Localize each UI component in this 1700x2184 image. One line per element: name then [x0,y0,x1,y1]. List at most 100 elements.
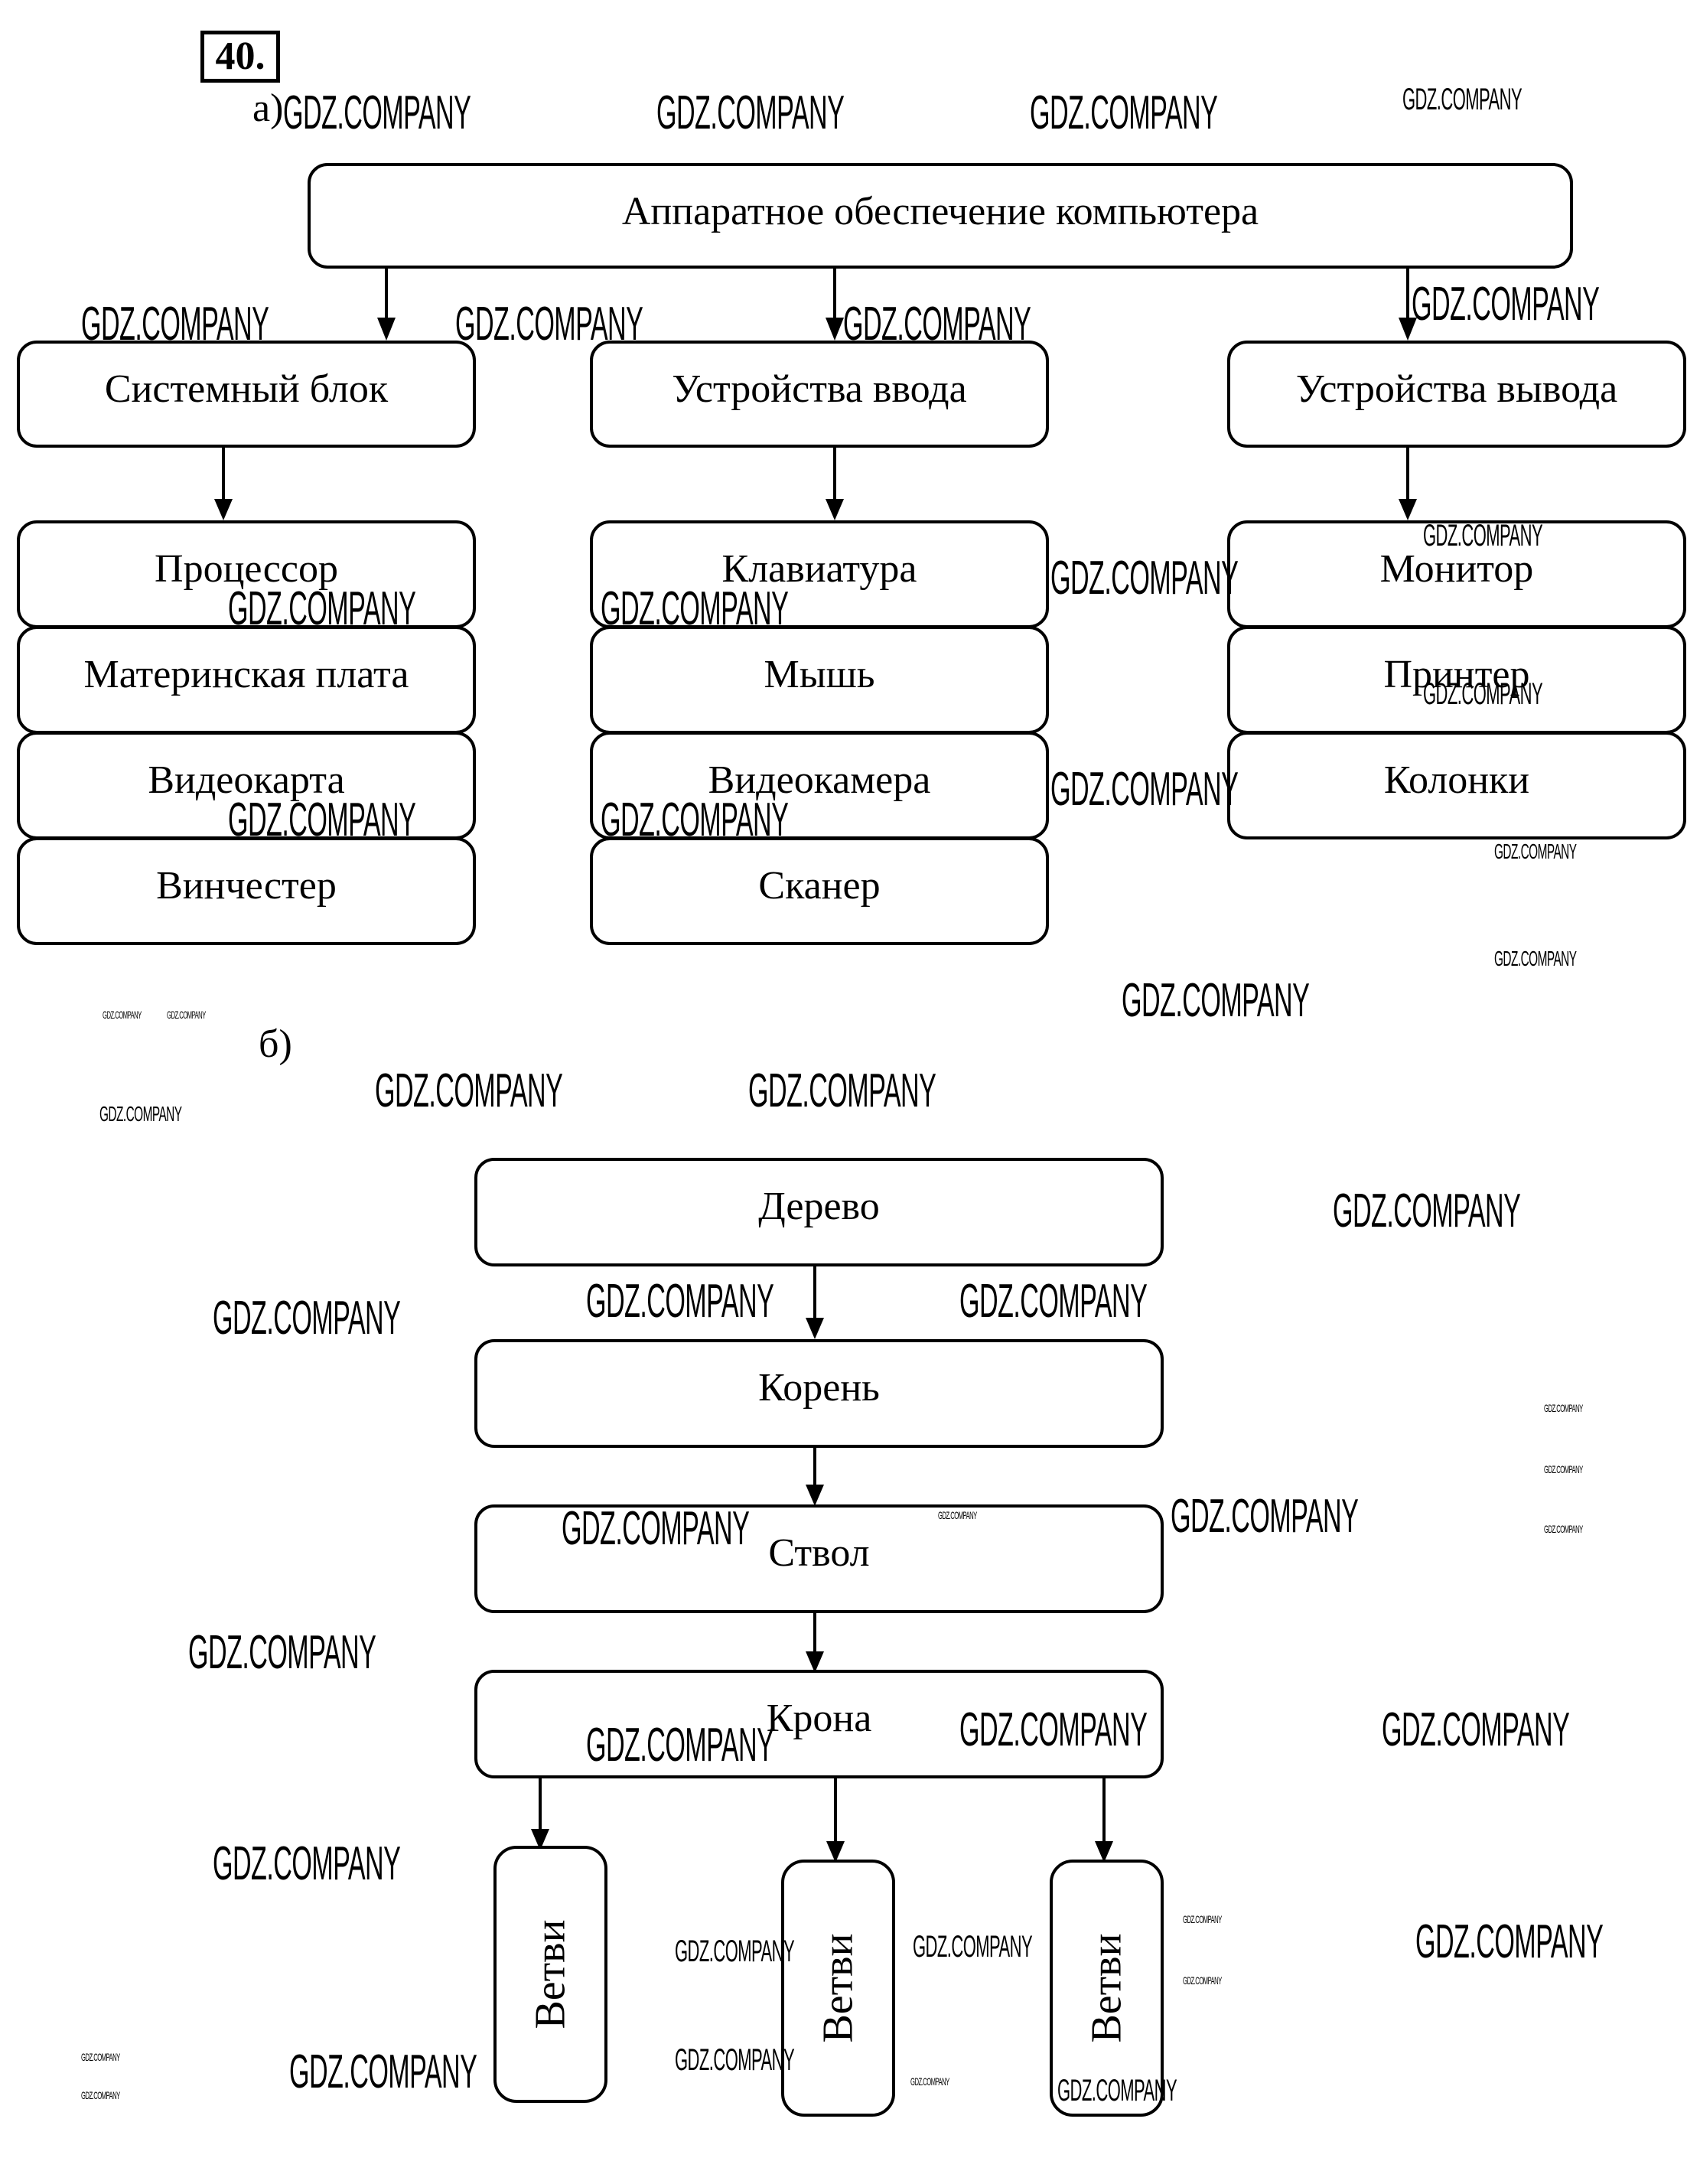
watermark: GDZ.COMPANY [601,582,789,635]
watermark: GDZ.COMPANY [1402,83,1523,116]
exercise-number: 40. [200,31,280,83]
watermark: GDZ.COMPANY [1171,1490,1359,1543]
watermark: GDZ.COMPANY [1382,1703,1570,1756]
watermark: GDZ.COMPANY [283,86,471,139]
item-label: Видеокарта [148,758,345,802]
item-node: Материнская плата [17,626,476,734]
chain-node-trunk: Ствол [474,1504,1164,1613]
item-node: Мышь [590,626,1049,734]
watermark: GDZ.COMPANY [167,1009,206,1021]
watermark: GDZ.COMPANY [99,1102,182,1126]
branch-label: Устройства ввода [672,367,967,411]
watermark: GDZ.COMPANY [959,1703,1148,1756]
item-label: Материнская плата [83,653,409,696]
watermark: GDZ.COMPANY [1423,519,1543,553]
arrowhead [806,1485,824,1506]
chain-node-root: Корень [474,1339,1164,1448]
chain-label: Крона [766,1697,872,1740]
branch-label: Системный блок [104,367,389,411]
chain-node-crown: Крона [474,1670,1164,1778]
chain-label: Дерево [758,1185,880,1228]
chain-label: Ствол [768,1531,870,1575]
watermark: GDZ.COMPANY [562,1502,750,1555]
item-label: Клавиатура [721,547,917,591]
arrowhead [826,499,844,520]
item-label: Колонки [1383,758,1530,802]
branch-node-1: Ветви [493,1846,607,2103]
watermark: GDZ.COMPANY [1122,974,1310,1027]
item-node: Видеокарта [17,732,476,839]
item-label: Мышь [764,653,875,696]
watermark: GDZ.COMPANY [228,582,416,635]
watermark: GDZ.COMPANY [375,1064,563,1117]
branch-node-system-unit: Системный блок [17,341,476,448]
chain-node-tree: Дерево [474,1158,1164,1266]
branch-label: Ветви [1083,1933,1131,2043]
watermark: GDZ.COMPANY [656,86,845,139]
item-label: Монитор [1379,547,1534,591]
watermark: GDZ.COMPANY [1030,86,1218,139]
arrowhead [806,1318,824,1339]
item-node: Сканер [590,837,1049,945]
watermark: GDZ.COMPANY [1057,2074,1177,2107]
arrowhead [531,1829,549,1850]
arrowhead [214,499,233,520]
watermark: GDZ.COMPANY [1412,278,1600,331]
item-node: Клавиатура [590,520,1049,628]
branch-node-input-devices: Устройства ввода [590,341,1049,448]
root-node-hardware: Аппаратное обеспечение компьютера [308,163,1573,269]
branch-node-2: Ветви [781,1860,895,2117]
branch-label: Устройства вывода [1295,367,1618,411]
watermark: GDZ.COMPANY [1494,839,1577,863]
root-node-label: Аппаратное обеспечение компьютера [621,190,1259,233]
watermark: GDZ.COMPANY [938,1509,977,1521]
part-b-label: б) [259,1022,292,1066]
branch-node-3: Ветви [1050,1860,1164,2117]
watermark: GDZ.COMPANY [1050,552,1239,605]
watermark: GDZ.COMPANY [228,794,416,846]
arrowhead [377,318,396,341]
watermark: GDZ.COMPANY [1183,1913,1222,1925]
arrowhead [1399,318,1417,341]
watermark: GDZ.COMPANY [1544,1402,1583,1414]
watermark: GDZ.COMPANY [675,1935,795,1968]
watermark: GDZ.COMPANY [748,1064,936,1117]
branch-label: Ветви [814,1933,862,2043]
part-a-label: а) [252,86,284,130]
watermark: GDZ.COMPANY [289,2045,477,2098]
watermark: GDZ.COMPANY [601,794,789,846]
watermark: GDZ.COMPANY [586,1719,774,1772]
watermark: GDZ.COMPANY [455,298,643,350]
watermark: GDZ.COMPANY [910,2075,949,2088]
watermark: GDZ.COMPANY [1333,1185,1521,1237]
item-node: Монитор [1227,520,1686,628]
watermark: GDZ.COMPANY [213,1837,401,1890]
item-label: Процессор [155,547,338,591]
item-node: Процессор [17,520,476,628]
chain-label: Корень [758,1366,880,1410]
arrowhead [1399,499,1417,520]
branch-label: Ветви [526,1919,575,2029]
item-label: Видеокамера [708,758,931,802]
item-node: Принтер [1227,626,1686,734]
item-label: Сканер [758,864,881,908]
watermark: GDZ.COMPANY [1544,1463,1583,1475]
watermark: GDZ.COMPANY [1544,1523,1583,1535]
watermark: GDZ.COMPANY [213,1292,401,1345]
watermark: GDZ.COMPANY [1183,1974,1222,1987]
item-label: Принтер [1383,653,1530,696]
watermark: GDZ.COMPANY [103,1009,142,1021]
watermark: GDZ.COMPANY [913,1930,1033,1964]
watermark: GDZ.COMPANY [188,1626,376,1679]
watermark: GDZ.COMPANY [81,2051,120,2063]
item-node: Винчестер [17,837,476,945]
watermark: GDZ.COMPANY [843,298,1031,350]
arrowhead [826,1841,845,1863]
arrowhead [806,1651,824,1673]
item-node: Колонки [1227,732,1686,839]
watermark: GDZ.COMPANY [1494,947,1577,970]
watermark: GDZ.COMPANY [81,2089,120,2101]
arrowhead [826,318,844,341]
watermark: GDZ.COMPANY [1415,1915,1604,1968]
